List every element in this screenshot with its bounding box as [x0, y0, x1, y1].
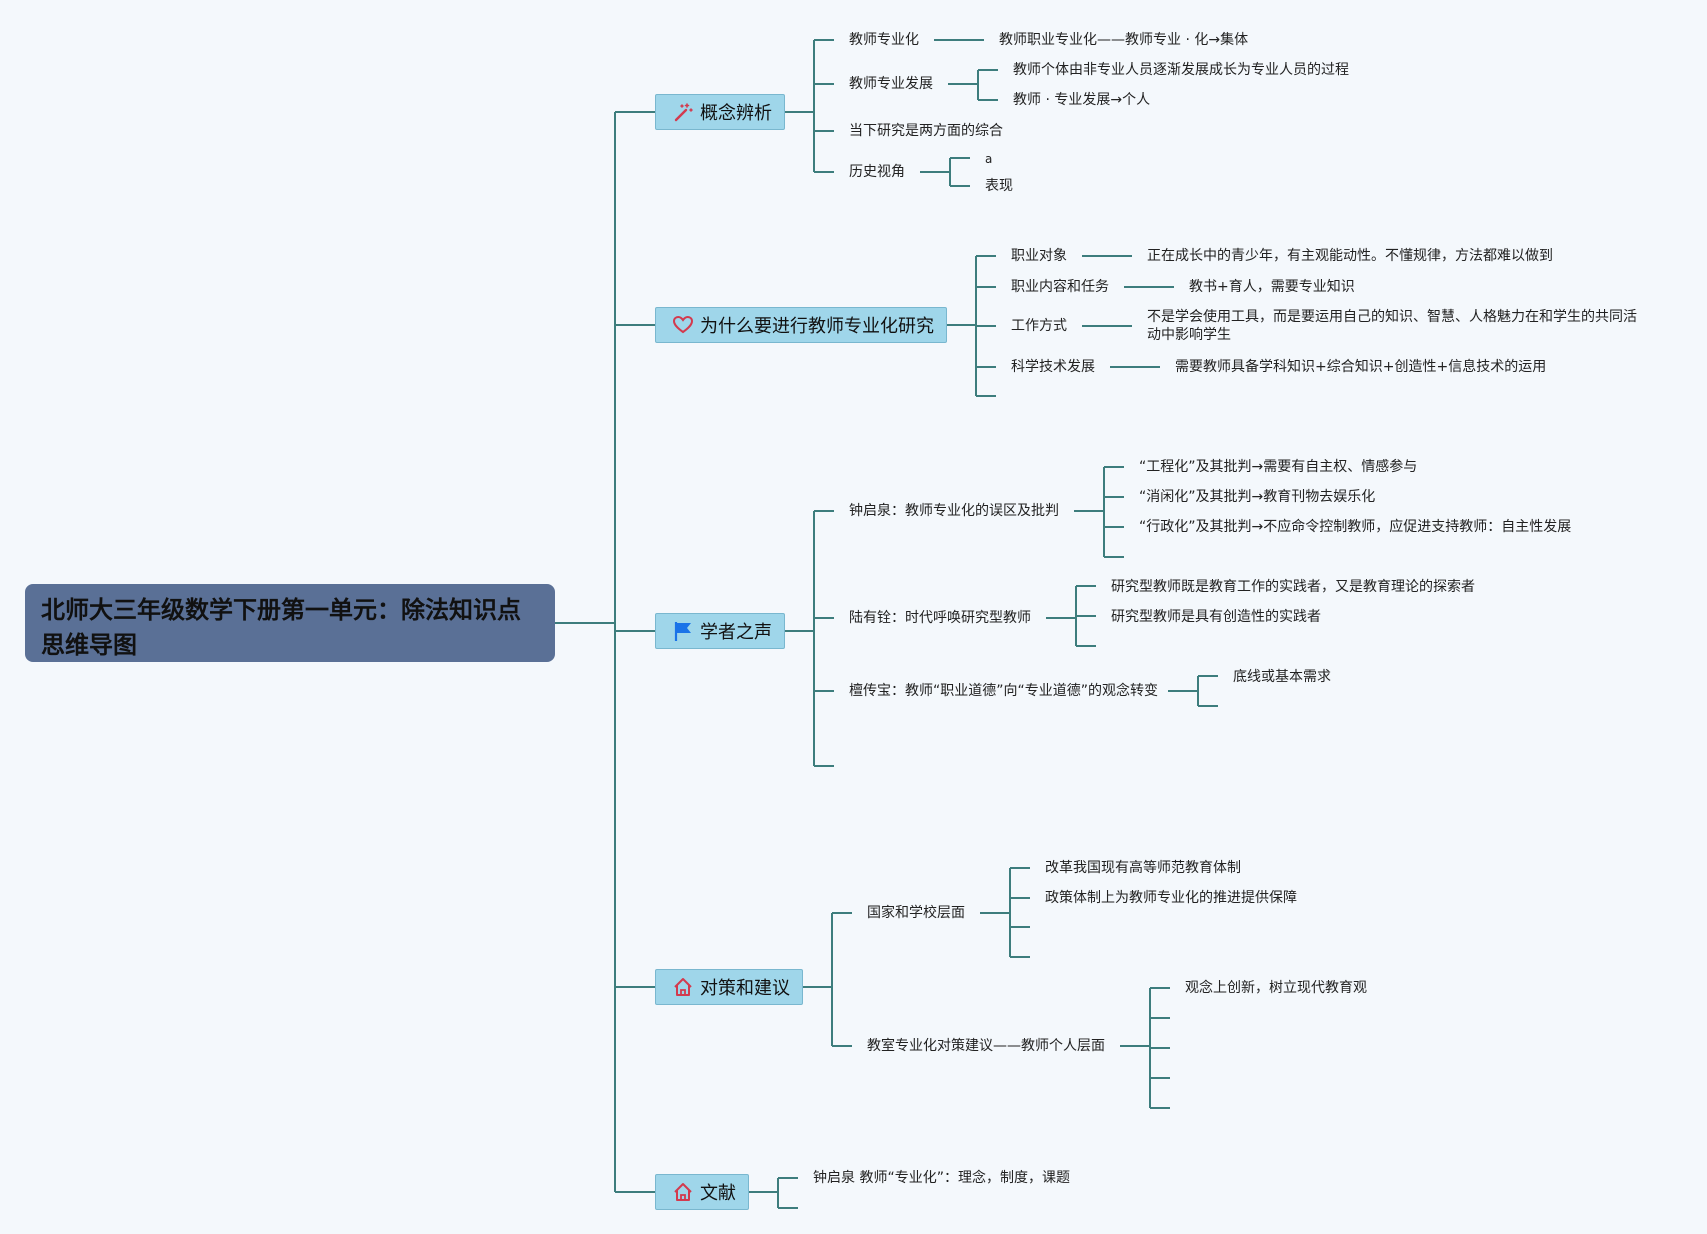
concepts-branch	[784, 39, 834, 173]
node-lu[interactable]: 陆有铨：时代呼唤研究型教师	[849, 610, 1031, 626]
node-specialization-detail[interactable]: 教师职业专业化——教师专业 · 化→集体	[999, 32, 1249, 48]
node-classroom[interactable]: 教室专业化对策建议——教师个人层面	[867, 1038, 1105, 1054]
node-object[interactable]: 职业对象	[1011, 248, 1067, 264]
house-icon	[672, 1181, 694, 1203]
node-zhong-2[interactable]: “消闲化”及其批判→教育刊物去娱乐化	[1139, 489, 1376, 505]
node-synthesis[interactable]: 当下研究是两方面的综合	[849, 123, 1003, 139]
topic-scholars[interactable]: 学者之声	[655, 613, 785, 649]
node-lu-2[interactable]: 研究型教师是具有创造性的实践者	[1111, 609, 1321, 625]
node-method[interactable]: 工作方式	[1011, 318, 1067, 334]
topic-suggestions[interactable]: 对策和建议	[655, 969, 803, 1005]
heart-icon	[672, 314, 694, 336]
root-node[interactable]: 北师大三年级数学下册第一单元：除法知识点 思维导图	[25, 584, 555, 662]
node-content-detail[interactable]: 教书+育人，需要专业知识	[1189, 279, 1355, 295]
topic-suggestions-label: 对策和建议	[700, 978, 790, 999]
node-tech-detail[interactable]: 需要教师具备学科知识+综合知识+创造性+信息技术的运用	[1175, 359, 1547, 375]
node-development[interactable]: 教师专业发展	[849, 76, 933, 92]
root-title-line1: 北师大三年级数学下册第一单元：除法知识点	[41, 596, 521, 624]
node-tan[interactable]: 檀传宝：教师“职业道德”向“专业道德”的观念转变	[849, 683, 1159, 699]
topic-scholars-label: 学者之声	[700, 622, 772, 643]
node-history-detail-1[interactable]: a	[985, 152, 993, 166]
node-development-detail-2[interactable]: 教师 · 专业发展→个人	[1013, 92, 1151, 108]
node-zhong-1[interactable]: “工程化”及其批判→需要有自主权、情感参与	[1139, 459, 1418, 475]
node-method-detail[interactable]: 不是学会使用工具，而是要运用自己的知识、智慧、人格魅力在和学生的共同活动中影响学…	[1147, 309, 1637, 343]
node-national-1[interactable]: 改革我国现有高等师范教育体制	[1045, 860, 1241, 876]
node-national-2[interactable]: 政策体制上为教师专业化的推进提供保障	[1045, 890, 1297, 906]
node-history[interactable]: 历史视角	[849, 164, 905, 180]
node-zhong-ref[interactable]: 钟启泉 教师“专业化”：理念，制度，课题	[813, 1170, 1070, 1186]
node-lu-1[interactable]: 研究型教师既是教育工作的实践者，又是教育理论的探索者	[1111, 579, 1475, 595]
why-branch	[946, 255, 996, 397]
node-zhong[interactable]: 钟启泉：教师专业化的误区及批判	[849, 503, 1059, 519]
node-object-detail[interactable]: 正在成长中的青少年，有主观能动性。不懂规律，方法都难以做到	[1147, 248, 1553, 264]
node-tech[interactable]: 科学技术发展	[1011, 359, 1095, 375]
topic-concepts[interactable]: 概念辨析	[655, 94, 785, 130]
root-title-line2: 思维导图	[41, 631, 137, 659]
literature-branch	[748, 1177, 798, 1209]
node-classroom-1[interactable]: 观念上创新，树立现代教育观	[1185, 980, 1367, 996]
magic-wand-icon	[672, 101, 694, 123]
topic-literature-label: 文献	[700, 1183, 736, 1204]
house-icon	[672, 976, 694, 998]
node-content[interactable]: 职业内容和任务	[1011, 279, 1109, 295]
topic-why-label: 为什么要进行教师专业化研究	[700, 316, 934, 337]
suggestions-branch	[802, 912, 852, 1047]
node-development-detail-1[interactable]: 教师个体由非专业人员逐渐发展成长为专业人员的过程	[1013, 62, 1349, 78]
topic-literature[interactable]: 文献	[655, 1174, 749, 1210]
node-specialization[interactable]: 教师专业化	[849, 32, 919, 48]
topic-why[interactable]: 为什么要进行教师专业化研究	[655, 307, 947, 343]
node-tan-1[interactable]: 底线或基本需求	[1233, 669, 1331, 685]
node-zhong-3[interactable]: “行政化”及其批判→不应命令控制教师，应促进支持教师：自主性发展	[1139, 519, 1572, 535]
scholars-branch	[784, 510, 834, 767]
node-history-detail-2[interactable]: 表现	[985, 178, 1013, 194]
topic-concepts-label: 概念辨析	[700, 103, 772, 124]
node-national[interactable]: 国家和学校层面	[867, 905, 965, 921]
flag-icon	[672, 620, 694, 642]
